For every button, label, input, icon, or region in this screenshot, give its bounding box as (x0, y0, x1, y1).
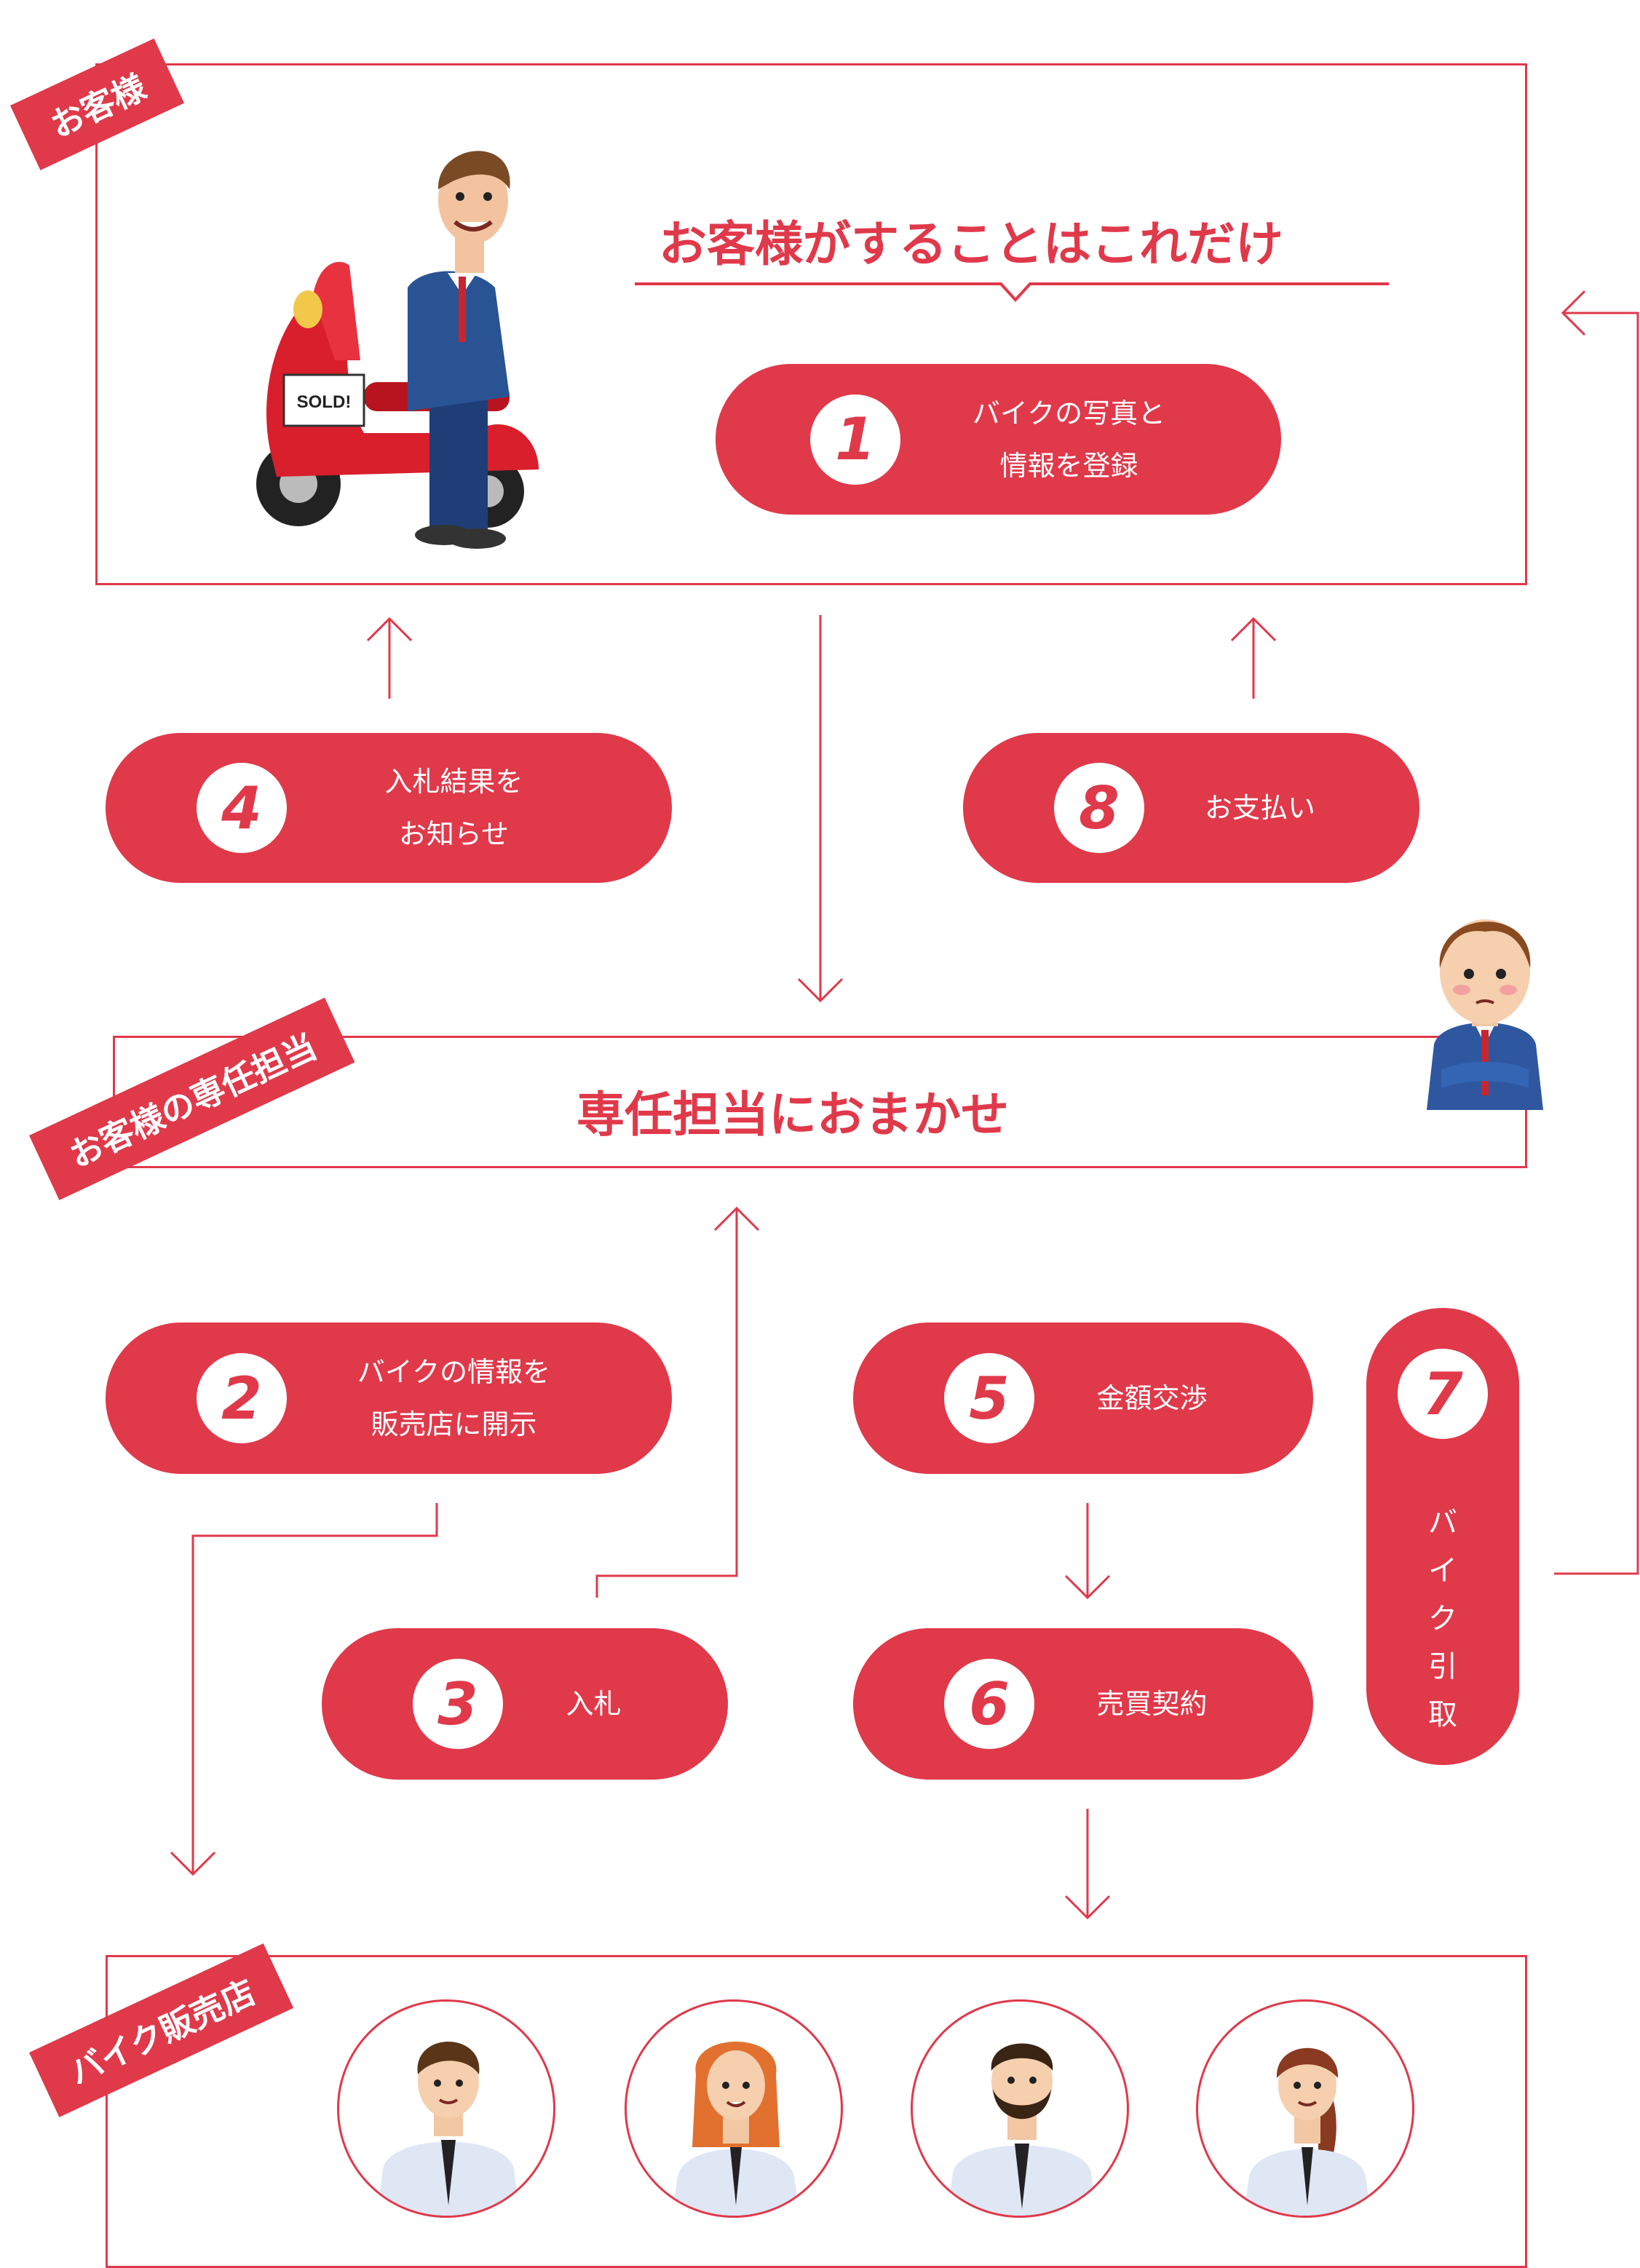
step-3-number: 3 (413, 1659, 503, 1749)
sold-sign-text: SOLD! (297, 392, 352, 412)
step-8-number: 8 (1054, 763, 1144, 853)
agent-man-icon (1427, 919, 1543, 1110)
step-7-number: 7 (1398, 1349, 1488, 1439)
heading-underline (635, 282, 1389, 302)
step-8-label: お支払い (1204, 792, 1315, 824)
step-3-pill: 3 入札 (322, 1628, 728, 1780)
step-3-label: 入札 (566, 1688, 622, 1720)
customer-heading: お客様がすることはこれだけ (659, 216, 1283, 272)
step-7-label: バイク引取 (1428, 1506, 1457, 1732)
step-5-number: 5 (944, 1353, 1034, 1443)
step-1-label: バイクの写真と 情報を登録 (972, 397, 1166, 482)
step-4-pill: 4 入札結果を お知らせ (106, 733, 672, 883)
staff-woman-ponytail-icon (1196, 1999, 1414, 2218)
step-8-pill: 8 お支払い (963, 733, 1419, 883)
step-6-label: 売買契約 (1096, 1688, 1208, 1720)
staff-woman-redhair-icon (625, 1999, 843, 2218)
step-1-number: 1 (810, 394, 900, 485)
step-2-number: 2 (197, 1353, 287, 1443)
staff-man-icon (337, 1999, 555, 2218)
step-5-pill: 5 金額交渉 (853, 1323, 1313, 1474)
customer-frame (95, 63, 1527, 585)
step-4-number: 4 (197, 763, 287, 853)
step-2-label: バイクの情報を 販売店に開示 (357, 1356, 551, 1440)
step-6-number: 6 (944, 1659, 1034, 1749)
step-5-label: 金額交渉 (1096, 1382, 1208, 1414)
step-6-pill: 6 売買契約 (853, 1628, 1313, 1780)
step-1-pill: 1 バイクの写真と 情報を登録 (716, 364, 1281, 515)
staff-man-beard-icon (911, 1999, 1129, 2218)
man-with-scooter-icon: SOLD! (256, 151, 539, 549)
step-7-pill: 7 バイク引取 (1366, 1308, 1519, 1765)
step-2-pill: 2 バイクの情報を 販売店に開示 (106, 1323, 672, 1474)
agent-heading: 専任担当におまかせ (577, 1087, 1009, 1143)
step-4-label: 入札結果を お知らせ (384, 766, 523, 850)
